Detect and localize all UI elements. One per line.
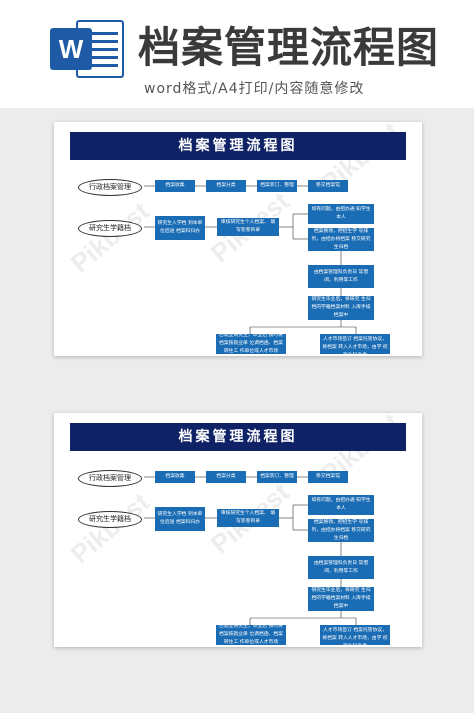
- oval-student-records: 研究生学籍档: [78, 220, 142, 237]
- flowchart-card: Pikbest Pikbest Pikbest 档案管理流程图 行政档案管理 研…: [54, 116, 422, 356]
- page-subtitle: word格式/A4打印/内容随意修改: [144, 81, 365, 97]
- doc-line: [88, 48, 118, 51]
- node-collect: 档案收集: [155, 180, 195, 192]
- node-daily-lending: 由档案管理科负责日 常借阅、利用等工作: [308, 556, 374, 579]
- node-exchange-archive: 档案换领，把招生学 号排列，由招办将档案 移交研究生归档: [308, 228, 374, 251]
- node-employed: 已就业研究生，毕业后 按时将档案按就业单 位调档函、档案转往工 作单位或人才市场: [216, 625, 286, 645]
- node-notify-student: 如有问题，由招办通 知学生本人: [308, 204, 374, 224]
- page-title: 档案管理流程图: [138, 23, 440, 72]
- node-notify-student: 如有问题，由招办通 知学生本人: [308, 495, 374, 515]
- node-exchange-archive: 档案换领，把招生学 号排列，由招办将档案 移交研究生归档: [308, 519, 374, 542]
- header: W 档案管理流程图 word格式/A4打印/内容随意修改: [0, 0, 474, 108]
- word-icon: W: [50, 18, 128, 80]
- doc-line: [88, 32, 118, 35]
- node-collect: 档案收集: [155, 471, 195, 483]
- doc-line: [88, 64, 118, 67]
- node-transfer-archive: 移交档案馆: [308, 471, 348, 483]
- oval-admin-archives: 行政档案管理: [78, 470, 142, 487]
- doc-line: [88, 40, 118, 43]
- node-transfer-archive: 移交档案馆: [308, 180, 348, 192]
- oval-admin-archives: 行政档案管理: [78, 179, 142, 196]
- node-graduate-storage: 研究生毕业后，将研究 生归档的学籍档案材料 入库手续档案中: [308, 587, 374, 611]
- word-w-letter: W: [50, 28, 92, 70]
- node-review-file: 审核研究生个人档案、 填写装卷目录: [217, 509, 279, 527]
- flowchart-connectors: [144, 476, 357, 625]
- oval-student-records: 研究生学籍档: [78, 511, 142, 528]
- node-student-intake: 研究生入学档 到本单位后送 档案科归办: [155, 216, 205, 240]
- flowchart-banner: 档案管理流程图: [70, 423, 406, 451]
- node-unemployed: 未就业研究生，应及时 与各地人才市场签订 档案托管协议，将档案 转入人才市场，由…: [320, 625, 390, 645]
- flowchart-card: Pikbest Pikbest Pikbest 档案管理流程图 行政档案管理 研…: [54, 407, 422, 647]
- node-student-intake: 研究生入学档 到本单位后送 档案科归办: [155, 507, 205, 531]
- node-unemployed: 未就业研究生，应及时 与各地人才市场签订 档案托管协议，将档案 转入人才市场，由…: [320, 334, 390, 354]
- node-employed: 已就业研究生，毕业后 按时将档案按就业单 位调档函、档案转往工 作单位或人才市场: [216, 334, 286, 354]
- node-classify: 档案分类: [206, 180, 246, 192]
- node-classify: 档案分类: [206, 471, 246, 483]
- node-bind-organize: 档案装订、整理: [257, 180, 297, 192]
- doc-line: [88, 56, 118, 59]
- flowchart-connectors: [144, 185, 357, 334]
- node-bind-organize: 档案装订、整理: [257, 471, 297, 483]
- flowchart-banner: 档案管理流程图: [70, 132, 406, 160]
- node-graduate-storage: 研究生毕业后，将研究 生归档的学籍档案材料 入库手续档案中: [308, 296, 374, 320]
- node-review-file: 审核研究生个人档案、 填写装卷目录: [217, 218, 279, 236]
- node-daily-lending: 由档案管理科负责日 常借阅、利用等工作: [308, 265, 374, 288]
